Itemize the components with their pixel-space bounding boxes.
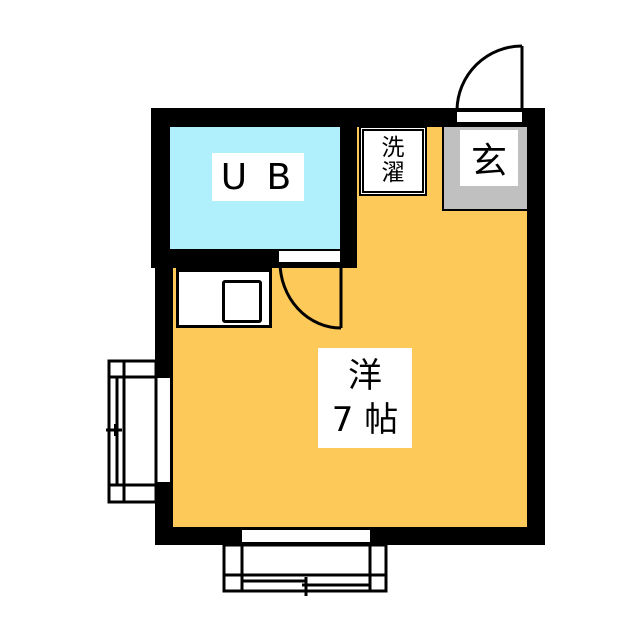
wall-ub-right — [340, 108, 357, 268]
south-window-opening — [242, 530, 370, 542]
main-room-type: 洋 — [348, 356, 382, 396]
west-window-opening — [157, 378, 170, 482]
washer-label-line2: 濯 — [381, 160, 405, 186]
washer-label-line1: 洗 — [381, 135, 405, 161]
unit-bath-label-text: U B — [220, 156, 296, 198]
washer-label: 洗 濯 — [366, 133, 420, 189]
wall-left-upper — [151, 108, 170, 268]
kitchen-sink-icon — [222, 280, 262, 323]
entrance-label: 玄 — [460, 130, 518, 186]
entrance-door-icon — [455, 44, 524, 112]
unit-bath-label: U B — [212, 153, 304, 201]
west-window-icon — [106, 359, 158, 504]
wall-right — [527, 108, 545, 545]
bathroom-door-opening — [279, 251, 340, 262]
entrance-label-text: 玄 — [470, 141, 507, 182]
main-room-size: 7 帖 — [331, 400, 399, 440]
main-room-label: 洋 7 帖 — [318, 348, 412, 448]
south-window-icon — [222, 543, 388, 596]
entrance-door-opening — [457, 112, 522, 122]
bathroom-door-icon — [278, 261, 343, 330]
kitchen-counter-top-line — [176, 268, 272, 272]
